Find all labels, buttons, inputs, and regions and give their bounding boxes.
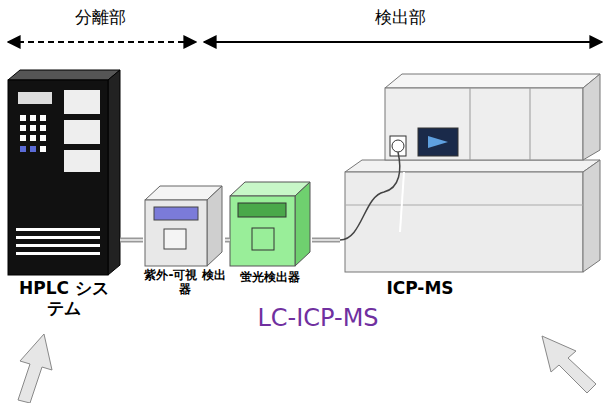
- instrument-label: ICP-MS: [360, 278, 480, 298]
- uv-vis-detector-illustration: [145, 186, 222, 266]
- range-arrow: [204, 41, 602, 43]
- system-title: LC-ICP-MS: [254, 304, 381, 332]
- icp-ms-illustration: [340, 74, 600, 272]
- tube-connector: [225, 240, 230, 241]
- tube-connector: [120, 240, 143, 241]
- block-arrow: [18, 334, 52, 403]
- section-label: 検出部: [372, 6, 429, 29]
- uv-vis-detector: 紫外-可視 検出器: [143, 182, 227, 302]
- section-label: 分離部: [72, 6, 129, 29]
- instrument-label: 蛍光検出器: [228, 270, 312, 284]
- hplc-illustration: [8, 70, 120, 275]
- tube-connector: [312, 240, 340, 241]
- fluorescence-detector-illustration: [230, 182, 310, 266]
- instrument-label: 紫外-可視 検出器: [143, 268, 227, 297]
- hplc-system: HPLC システム: [8, 68, 120, 335]
- block-arrow: [542, 336, 596, 393]
- fluorescence-detector: 蛍光検出器: [228, 178, 312, 288]
- instrument-label: HPLC システム: [14, 278, 114, 319]
- range-arrow: [8, 41, 196, 43]
- icp-ms: ICP-MS: [340, 66, 602, 306]
